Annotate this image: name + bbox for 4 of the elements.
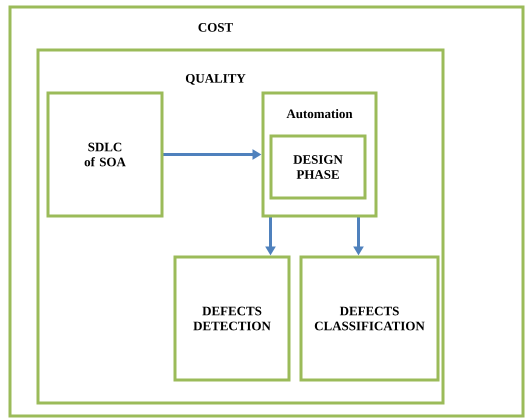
process-box: DEFECTS CLASSIFICATION bbox=[300, 256, 440, 382]
process-box: DEFECTS DETECTION bbox=[174, 256, 290, 382]
process-box: DESIGN PHASE bbox=[270, 134, 366, 200]
process-box: SDLC of SOA bbox=[46, 92, 164, 218]
